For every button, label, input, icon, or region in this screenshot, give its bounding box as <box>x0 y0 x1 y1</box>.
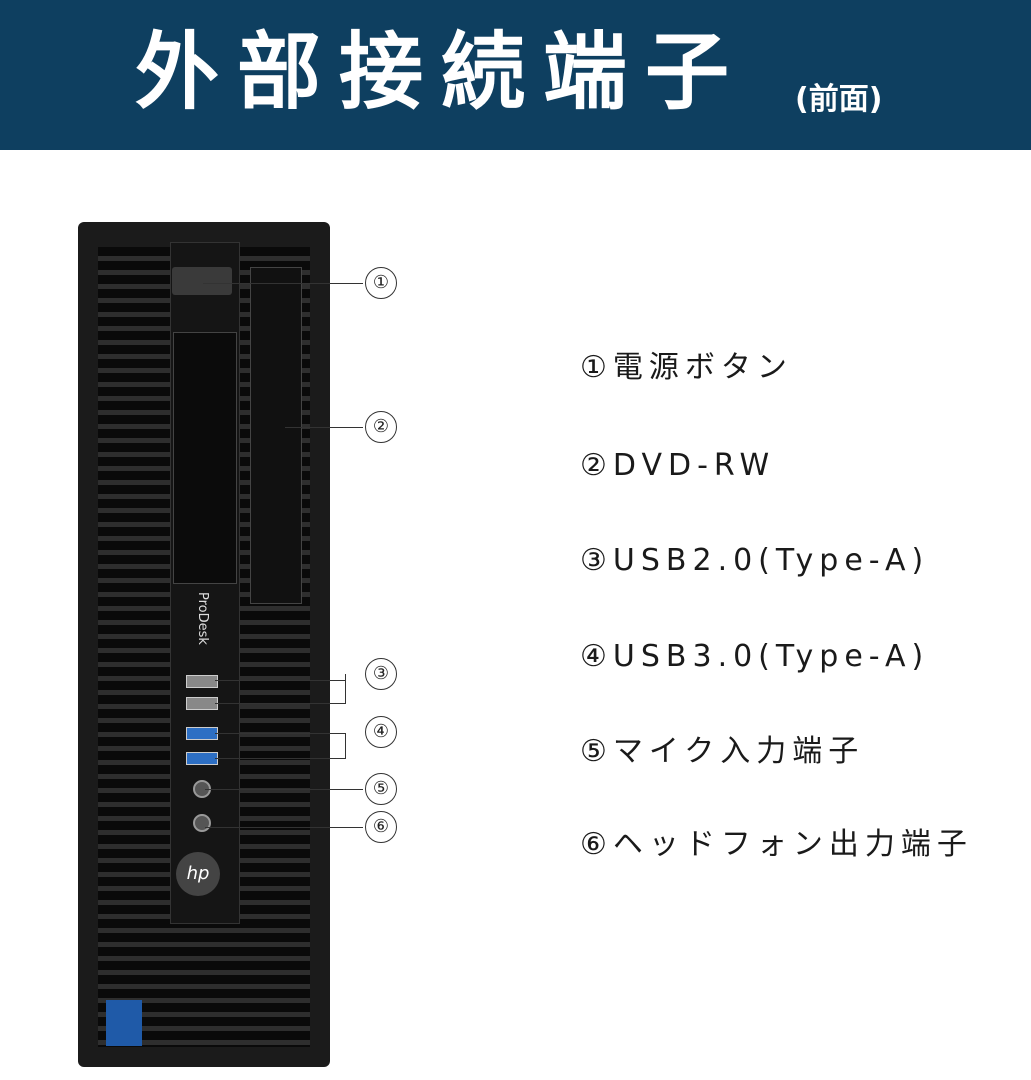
callout-number: ① <box>365 267 397 299</box>
callout-number: ④ <box>365 716 397 748</box>
power-button <box>172 267 232 295</box>
page-title: 外部接続端子 <box>135 23 748 121</box>
header-banner: 外部接続端子 (前面) <box>0 0 1031 150</box>
usb3-port <box>186 727 218 740</box>
usb2-port <box>186 675 218 688</box>
callout-line <box>345 733 346 759</box>
legend-dvd-rw: ②DVD-RW <box>580 448 776 483</box>
legend-headphone-output: ⑥ヘッドフォン出力端子 <box>580 827 973 862</box>
legend-usb3: ④USB3.0(Type-A) <box>580 639 930 674</box>
callout-line <box>215 733 345 734</box>
callout-line <box>215 703 345 704</box>
page-subtitle: (前面) <box>795 82 883 117</box>
callout-line <box>215 680 345 681</box>
callout-line <box>203 283 363 284</box>
callout-number: ⑥ <box>365 811 397 843</box>
callout-line <box>205 789 363 790</box>
callout-line <box>285 427 363 428</box>
callout-number: ③ <box>365 658 397 690</box>
hp-logo: hp <box>176 852 220 896</box>
pc-case-image: ProDesk hp <box>78 222 330 1067</box>
usb3-port <box>186 752 218 765</box>
callout-number: ② <box>365 411 397 443</box>
legend-usb2: ③USB2.0(Type-A) <box>580 543 930 578</box>
callout-number: ⑤ <box>365 773 397 805</box>
intel-sticker <box>106 1000 142 1046</box>
callout-line <box>205 827 363 828</box>
headphone-jack <box>193 814 211 832</box>
legend-power-button: ①電源ボタン <box>580 350 793 385</box>
callout-line <box>345 674 346 704</box>
legend-mic-input: ⑤マイク入力端子 <box>580 734 865 769</box>
dvd-drive <box>250 267 302 604</box>
brand-label: ProDesk <box>195 592 210 645</box>
front-slot <box>173 332 237 584</box>
callout-line <box>215 758 345 759</box>
usb2-port <box>186 697 218 710</box>
